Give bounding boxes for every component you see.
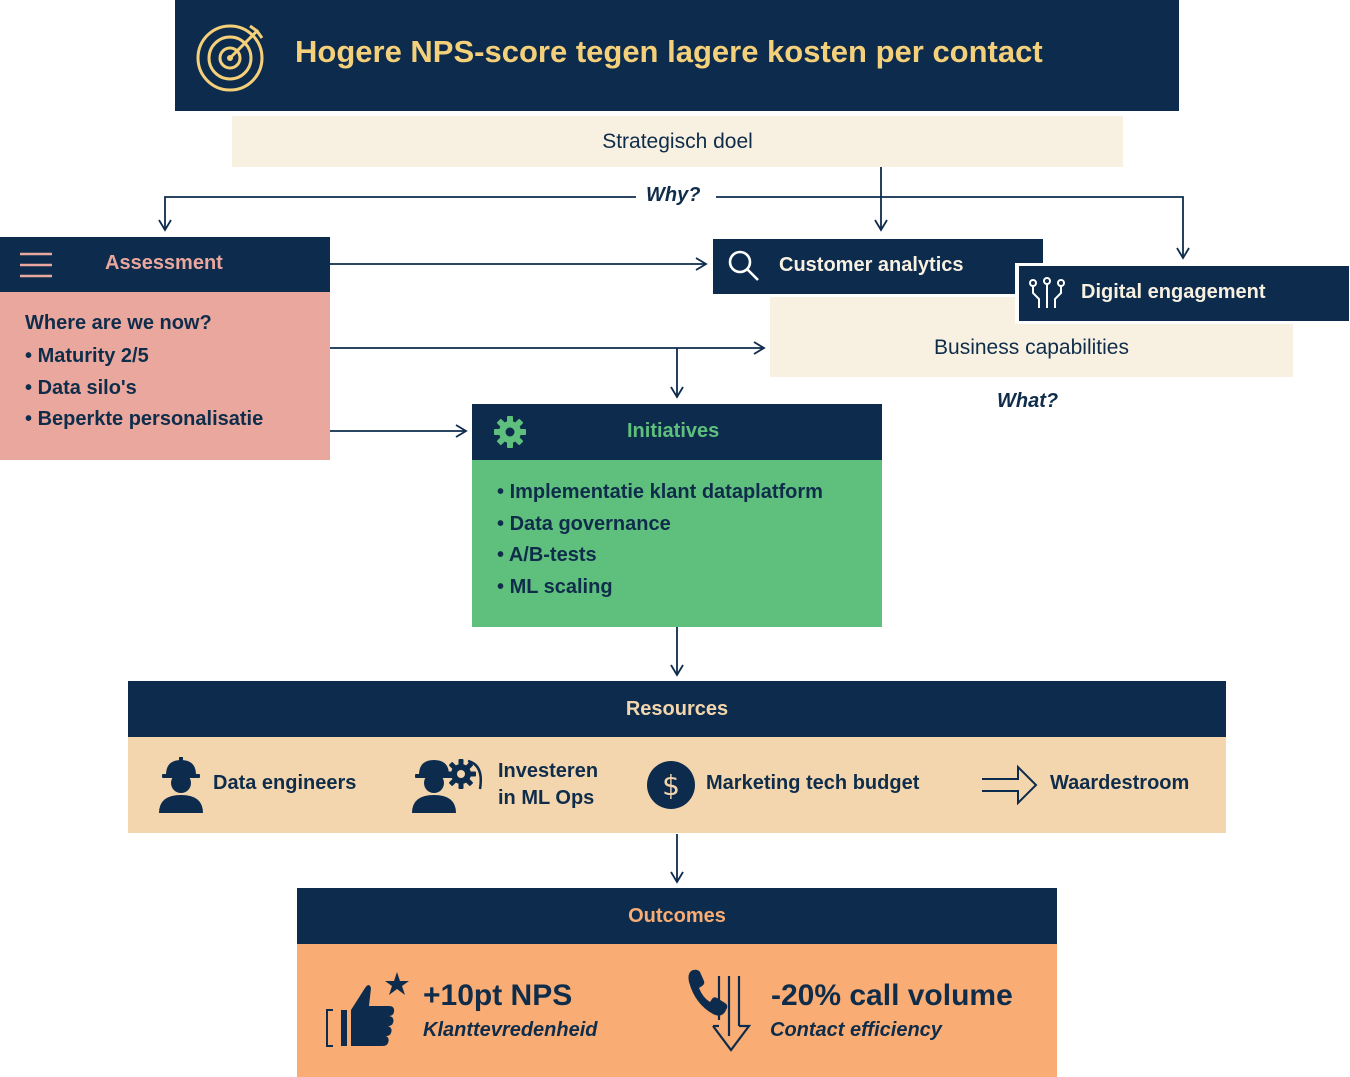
engineer-gear-icon bbox=[410, 755, 488, 815]
outcome-call-caption: Contact efficiency bbox=[770, 1019, 942, 1041]
digital-engagement-box: Digital engagement bbox=[1019, 266, 1349, 321]
phone-down-icon bbox=[685, 966, 757, 1056]
assessment-body: Where are we now? Maturity 2/5 Data silo… bbox=[0, 292, 330, 460]
list-item: Beperkte personalisatie bbox=[25, 404, 330, 436]
resource-ml-ops: Investeren in ML Ops bbox=[498, 758, 598, 812]
business-capabilities-label: Business capabilities bbox=[934, 336, 1129, 359]
circuit-icon bbox=[1029, 277, 1065, 309]
resource-data-engineers: Data engineers bbox=[213, 772, 357, 794]
list-item: Data silo's bbox=[25, 373, 330, 405]
gear-icon bbox=[494, 416, 526, 448]
goal-title: Hogere NPS-score tegen lagere kosten per… bbox=[295, 34, 1043, 69]
initiatives-title: Initiatives bbox=[627, 420, 720, 442]
list-item: Data governance bbox=[497, 509, 882, 541]
target-icon bbox=[195, 20, 269, 94]
digital-engagement-title: Digital engagement bbox=[1081, 281, 1266, 303]
initiatives-header: Initiatives bbox=[472, 404, 882, 460]
resources-header: Resources bbox=[128, 681, 1226, 737]
outcomes-title: Outcomes bbox=[628, 904, 726, 927]
goal-label: Strategisch doel bbox=[232, 116, 1123, 167]
arrow-right-icon bbox=[980, 763, 1040, 807]
list-item: A/B-tests bbox=[497, 540, 882, 572]
engineer-icon bbox=[156, 755, 206, 815]
assessment-list: Maturity 2/5 Data silo's Beperkte person… bbox=[25, 341, 330, 436]
dollar-icon: $ bbox=[646, 760, 696, 810]
outcome-nps-value: +10pt NPS bbox=[423, 979, 573, 1012]
resource-ml-ops-line2: in ML Ops bbox=[498, 787, 595, 809]
resources-title: Resources bbox=[625, 697, 729, 720]
resource-ml-ops-line1: Investeren bbox=[498, 760, 599, 782]
list-item: ML scaling bbox=[497, 572, 882, 604]
thumbs-up-star-icon bbox=[323, 968, 415, 1052]
initiatives-body: Implementatie klant dataplatform Data go… bbox=[472, 460, 882, 627]
assessment-question: Where are we now? bbox=[25, 312, 212, 334]
assessment-title: Assessment bbox=[105, 252, 223, 274]
customer-analytics-box: Customer analytics bbox=[713, 239, 1043, 294]
outcome-call-value: -20% call volume bbox=[771, 979, 1013, 1012]
resource-marketing-budget: Marketing tech budget bbox=[706, 772, 920, 794]
strategisch-doel-label: Strategisch doel bbox=[602, 129, 753, 153]
outcome-nps-caption: Klanttevredenheid bbox=[423, 1019, 598, 1041]
outcomes-body: +10pt NPS Klanttevredenheid -20% call vo… bbox=[297, 944, 1057, 1077]
what-label: What? bbox=[997, 390, 1059, 412]
list-item: Implementatie klant dataplatform bbox=[497, 477, 882, 509]
resources-body: Data engineers Investeren in ML Ops bbox=[128, 737, 1226, 833]
why-label: Why? bbox=[646, 184, 701, 206]
business-capabilities-box: Business capabilities bbox=[770, 297, 1293, 377]
initiatives-list: Implementatie klant dataplatform Data go… bbox=[497, 477, 882, 603]
search-icon bbox=[727, 249, 761, 283]
list-item: Maturity 2/5 bbox=[25, 341, 330, 373]
menu-icon bbox=[20, 252, 52, 278]
resource-waardestroom: Waardestroom bbox=[1050, 772, 1190, 794]
customer-analytics-title: Customer analytics bbox=[779, 254, 964, 276]
assessment-header: Assessment bbox=[0, 237, 330, 292]
outcomes-header: Outcomes bbox=[297, 888, 1057, 944]
goal-banner: Hogere NPS-score tegen lagere kosten per… bbox=[175, 0, 1179, 111]
svg-text:$: $ bbox=[662, 769, 680, 802]
